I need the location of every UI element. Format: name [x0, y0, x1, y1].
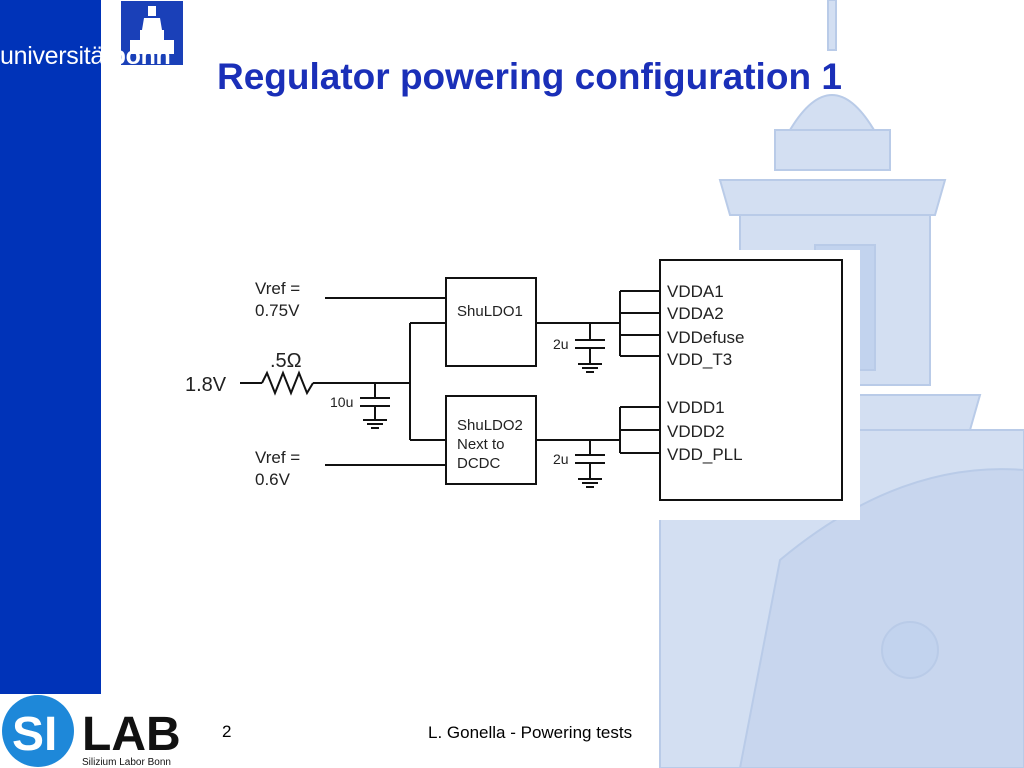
- vref-bottom-line2: 0.6V: [255, 470, 291, 489]
- resistor-label: .5Ω: [270, 350, 302, 372]
- chip-pin-label: VDDA2: [667, 304, 724, 323]
- silab-logo-caption: Silizium Labor Bonn: [82, 757, 171, 768]
- input-voltage-label: 1.8V: [185, 374, 227, 396]
- regulator-circuit-diagram: 1.8V .5Ω 10u Vref = 0.75V Vref = 0.6V Sh…: [170, 250, 860, 520]
- vref-top-line1: Vref =: [255, 279, 300, 298]
- silab-logo-lab: LAB: [82, 708, 181, 761]
- shuldo2-label-line3: DCDC: [457, 455, 500, 472]
- shuldo2-label-line1: ShuLDO2: [457, 417, 523, 434]
- left-sidebar-band: [0, 0, 101, 694]
- vref-top-line2: 0.75V: [255, 301, 300, 320]
- university-logo-text: universitätbonn: [0, 42, 171, 70]
- cap-top-label: 2u: [553, 336, 569, 352]
- chip-pin-label: VDDA1: [667, 282, 724, 301]
- cap-bottom-label: 2u: [553, 451, 569, 467]
- silab-logo: SI LAB Silizium Labor Bonn: [0, 694, 200, 768]
- silab-logo-si: SI: [12, 708, 57, 761]
- page-number: 2: [222, 722, 232, 741]
- chip-pin-label: VDD_PLL: [667, 445, 743, 464]
- chip-block: [659, 259, 843, 501]
- resistor-symbol: [261, 370, 314, 396]
- chip-pin-label: VDDefuse: [667, 328, 744, 347]
- chip-pin-label: VDDD2: [667, 422, 725, 441]
- chip-pin-label: VDD_T3: [667, 350, 732, 369]
- university-bonn-logo: universitätbonn: [0, 0, 186, 70]
- input-cap-label: 10u: [330, 394, 353, 410]
- chip-pin-label: VDDD1: [667, 398, 725, 417]
- shuldo1-label: ShuLDO1: [457, 303, 523, 320]
- footer-author: L. Gonella - Powering tests: [428, 723, 633, 742]
- university-seal-icon: [120, 0, 184, 66]
- shuldo2-label-line2: Next to: [457, 436, 505, 453]
- vref-bottom-line1: Vref =: [255, 448, 300, 467]
- slide-title: Regulator powering configuration 1: [217, 56, 842, 97]
